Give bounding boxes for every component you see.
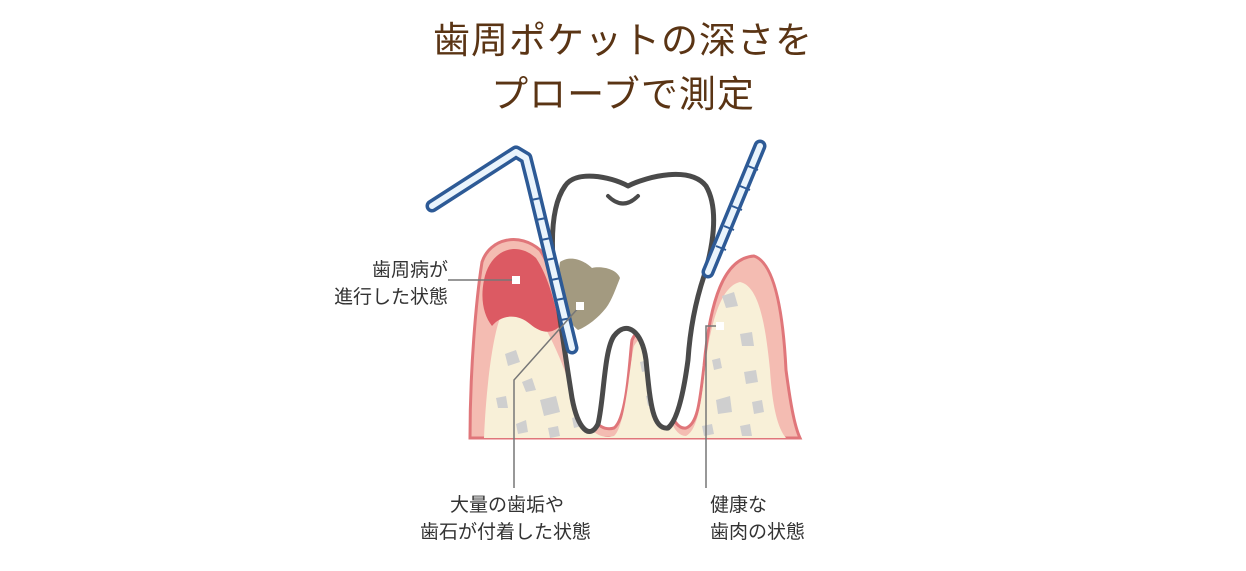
bone-spot [752,400,764,414]
label-tartar-line-2: 歯石が付着した状態 [420,521,592,543]
probe-marking [731,205,743,211]
label-tartar-line-1: 大量の歯垢や [450,494,565,516]
left-periodontal-probe [425,145,579,355]
bone-spot [522,378,536,392]
probe-marking [739,185,751,191]
bone-spot [702,424,714,436]
probe-marking [747,165,759,171]
probe-marking [535,217,547,221]
bone-spot [505,350,520,366]
bone-spot [722,292,738,308]
tooth-groove [606,194,640,206]
probe-marking [555,297,567,301]
bone-inner [484,282,786,438]
probe-marking [550,277,562,281]
bone-spot [712,358,722,370]
label-healthy: 健康な 歯肉の状態 [710,492,805,546]
label-healthy-line-1: 健康な [710,494,768,516]
tooth-outline [550,171,717,434]
leader-end-healthy [716,322,724,330]
probe-marking [715,245,727,251]
probe-marking [723,225,735,231]
diagram-title-line-1: 歯周ポケットの深さを [433,19,813,62]
right-probe-highlight [705,143,763,275]
label-periodontitis: 歯周病が 進行した状態 [322,257,448,311]
probe-marking [540,237,552,241]
right-probe-markings [715,165,759,251]
left-probe-markings [530,197,572,321]
bone-spot [548,426,560,438]
bone-spot [744,370,758,384]
leader-end-tartar [576,302,584,310]
bone-spot [740,332,754,346]
inflamed-gum [482,249,560,332]
label-periodontitis-line-2: 進行した状態 [333,286,448,308]
diagram-title-line-2: プローブで測定 [491,73,755,116]
left-probe-highlight [429,149,575,351]
bone-spot [540,396,560,416]
leader-lines [448,279,718,488]
label-tartar: 大量の歯垢や 歯石が付着した状態 [420,492,591,546]
bone-spot [516,420,528,434]
label-periodontitis-line-1: 歯周病が [371,259,448,281]
leader-line-healthy [705,325,718,488]
right-periodontal-probe [701,139,767,279]
label-healthy-line-2: 歯肉の状態 [710,521,806,543]
leader-end-periodontitis [512,276,520,284]
bone-spot [716,396,732,414]
bone-spot [496,396,508,408]
bone-spot [740,424,752,436]
probe-marking [530,197,542,201]
leader-line-tartar [513,305,581,488]
tooth [550,171,717,434]
probe-marking [545,257,557,261]
